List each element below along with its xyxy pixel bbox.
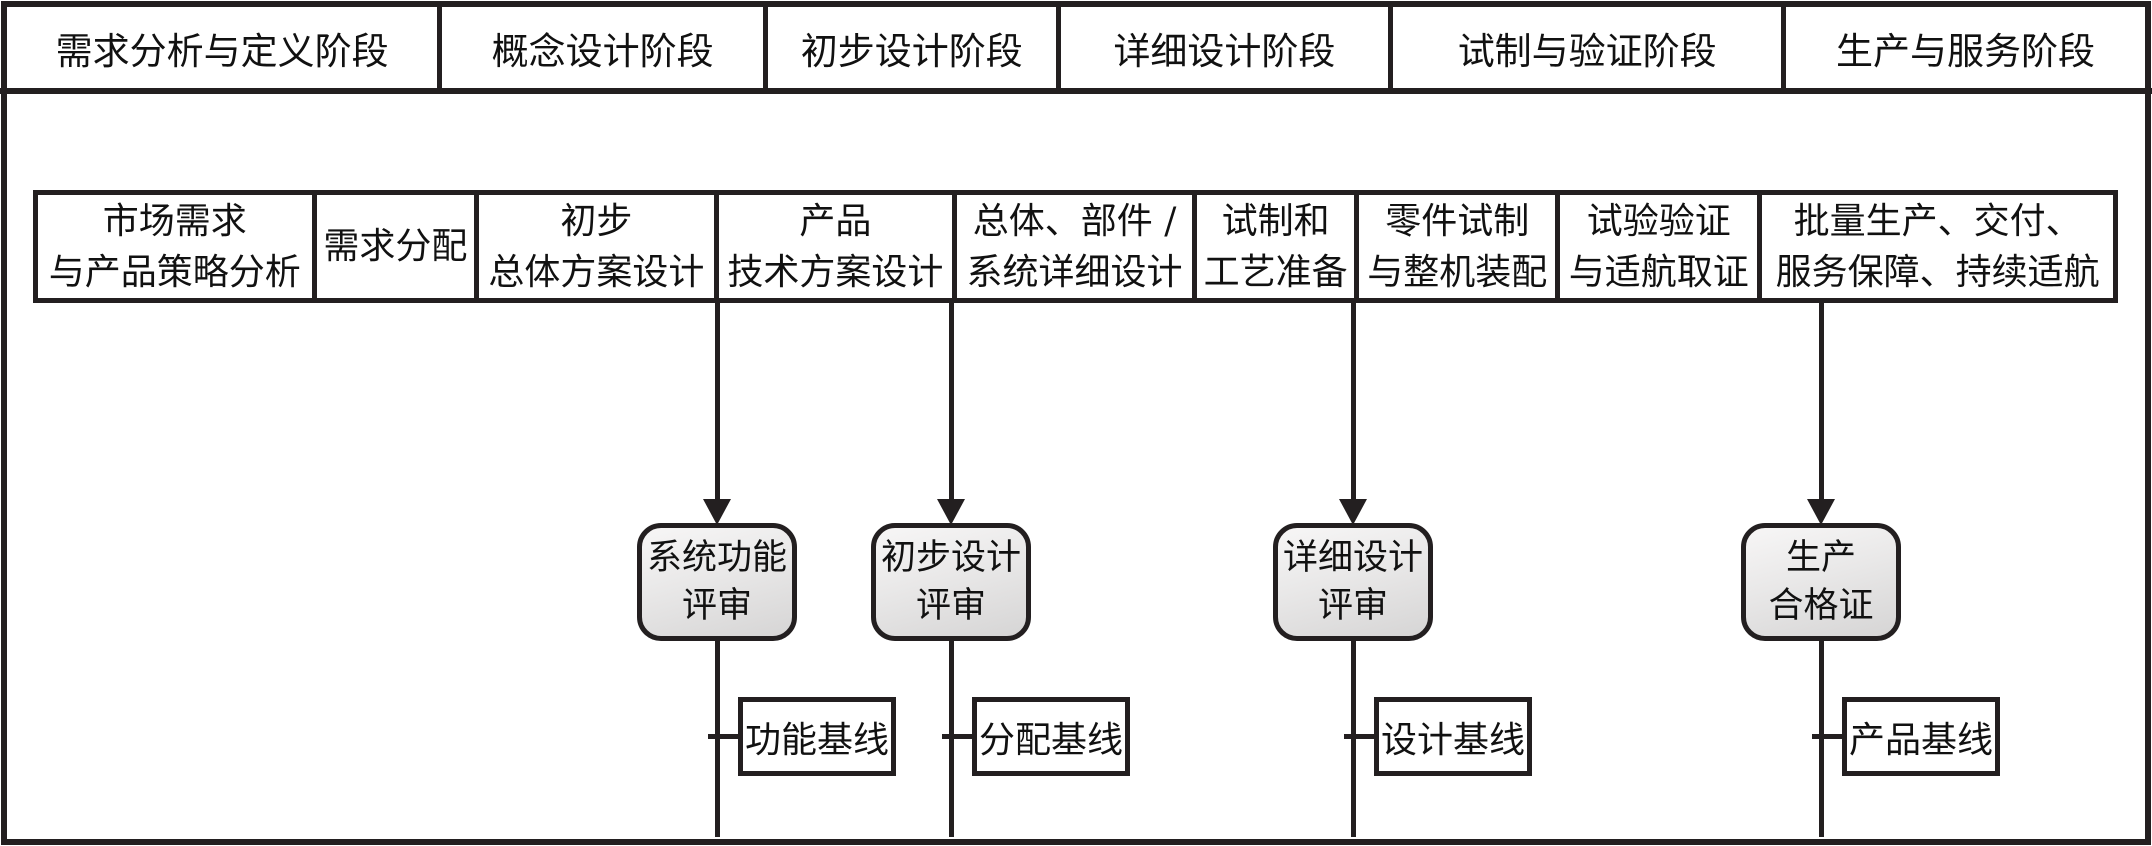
flow-arrow-line bbox=[1818, 303, 1824, 503]
activity-label-line: 批量生产、交付、 bbox=[1793, 200, 2082, 242]
activity-row: 市场需求 与产品策略分析 需求分配 初步 总体方案设计 产品 技术方案设计 总体… bbox=[33, 190, 2118, 303]
baseline-node: 分配基线 bbox=[972, 697, 1130, 776]
activity-label-line: 与产品策略分析 bbox=[48, 251, 301, 293]
review-label-line: 评审 bbox=[915, 586, 986, 626]
baseline-connector-tick bbox=[1812, 734, 1842, 739]
review-label-line: 生产 bbox=[1785, 538, 1856, 578]
phase-header-row: 需求分析与定义阶段 概念设计阶段 初步设计阶段 详细设计阶段 试制与验证阶段 生… bbox=[7, 7, 2145, 88]
review-label-line: 合格证 bbox=[1768, 586, 1874, 626]
review-label-line: 系统功能 bbox=[646, 538, 787, 578]
activity-label-line: 系统详细设计 bbox=[966, 251, 1183, 293]
baseline-label: 分配基线 bbox=[978, 719, 1123, 761]
review-label-line: 评审 bbox=[681, 586, 752, 626]
activity-cell: 市场需求 与产品策略分析 bbox=[38, 195, 317, 298]
phase-label: 需求分析与定义阶段 bbox=[55, 29, 389, 73]
activity-cell: 需求分配 bbox=[317, 195, 480, 298]
baseline-label: 功能基线 bbox=[744, 719, 889, 761]
phase-header-cell: 需求分析与定义阶段 bbox=[7, 7, 443, 88]
milestone-drop-line bbox=[1818, 641, 1824, 837]
phase-header-cell: 初步设计阶段 bbox=[768, 7, 1061, 88]
activity-label-line: 产品 bbox=[799, 200, 872, 242]
activity-cell: 零件试制 与整机装配 bbox=[1359, 195, 1561, 298]
review-node: 系统功能 评审 bbox=[637, 523, 797, 641]
phase-divider-line bbox=[0, 88, 2152, 94]
phase-label: 初步设计阶段 bbox=[800, 29, 1023, 73]
review-label-line: 详细设计 bbox=[1282, 538, 1423, 578]
activity-cell: 初步 总体方案设计 bbox=[479, 195, 719, 298]
activity-cell: 试制和 工艺准备 bbox=[1197, 195, 1360, 298]
activity-label-line: 总体方案设计 bbox=[488, 251, 705, 293]
milestone-drop-line bbox=[714, 641, 720, 837]
activity-label-line: 试制和 bbox=[1221, 200, 1330, 242]
phase-label: 试制与验证阶段 bbox=[1457, 29, 1717, 73]
activity-label-line: 服务保障、持续适航 bbox=[1775, 251, 2100, 293]
activity-cell: 试验验证 与适航取证 bbox=[1560, 195, 1763, 298]
activity-label-line: 需求分配 bbox=[323, 226, 468, 267]
review-node: 详细设计 评审 bbox=[1273, 523, 1433, 641]
milestone-drop-line bbox=[948, 641, 954, 837]
baseline-connector-tick bbox=[942, 734, 972, 739]
review-label-line: 初步设计 bbox=[880, 538, 1021, 578]
flow-arrow-line bbox=[714, 303, 720, 503]
arrow-down-icon bbox=[703, 499, 731, 525]
arrow-down-icon bbox=[1807, 499, 1835, 525]
review-label-line: 评审 bbox=[1317, 586, 1388, 626]
baseline-node: 功能基线 bbox=[738, 697, 896, 776]
phase-label: 生产与服务阶段 bbox=[1836, 29, 2096, 73]
arrow-down-icon bbox=[937, 499, 965, 525]
phase-label: 详细设计阶段 bbox=[1113, 29, 1336, 73]
activity-label-line: 零件试制 bbox=[1385, 200, 1530, 242]
phase-header-cell: 详细设计阶段 bbox=[1061, 7, 1394, 88]
phase-header-cell: 试制与验证阶段 bbox=[1393, 7, 1787, 88]
baseline-connector-tick bbox=[708, 734, 738, 739]
review-node: 生产 合格证 bbox=[1741, 523, 1901, 641]
activity-label-line: 市场需求 bbox=[102, 200, 247, 242]
baseline-label: 产品基线 bbox=[1848, 719, 1993, 761]
activity-label-line: 试验验证 bbox=[1586, 200, 1731, 242]
activity-cell: 总体、部件 / 系统详细设计 bbox=[957, 195, 1197, 298]
baseline-label: 设计基线 bbox=[1380, 719, 1525, 761]
baseline-node: 设计基线 bbox=[1374, 697, 1532, 776]
activity-label-line: 与整机装配 bbox=[1367, 251, 1548, 293]
phase-label: 概念设计阶段 bbox=[491, 29, 714, 73]
review-node: 初步设计 评审 bbox=[871, 523, 1031, 641]
activity-cell: 批量生产、交付、 服务保障、持续适航 bbox=[1762, 195, 2113, 298]
phase-header-cell: 概念设计阶段 bbox=[442, 7, 769, 88]
activity-label-line: 技术方案设计 bbox=[727, 251, 944, 293]
activity-label-line: 与适航取证 bbox=[1568, 251, 1749, 293]
activity-label-line: 总体、部件 / bbox=[972, 200, 1177, 242]
activity-cell: 产品 技术方案设计 bbox=[719, 195, 958, 298]
flow-arrow-line bbox=[1350, 303, 1356, 503]
phase-header-cell: 生产与服务阶段 bbox=[1786, 7, 2145, 88]
flow-arrow-line bbox=[948, 303, 954, 503]
arrow-down-icon bbox=[1339, 499, 1367, 525]
baseline-node: 产品基线 bbox=[1842, 697, 2000, 776]
milestone-drop-line bbox=[1350, 641, 1356, 837]
activity-label-line: 工艺准备 bbox=[1203, 251, 1348, 293]
activity-label-line: 初步 bbox=[560, 200, 633, 242]
baseline-connector-tick bbox=[1344, 734, 1374, 739]
